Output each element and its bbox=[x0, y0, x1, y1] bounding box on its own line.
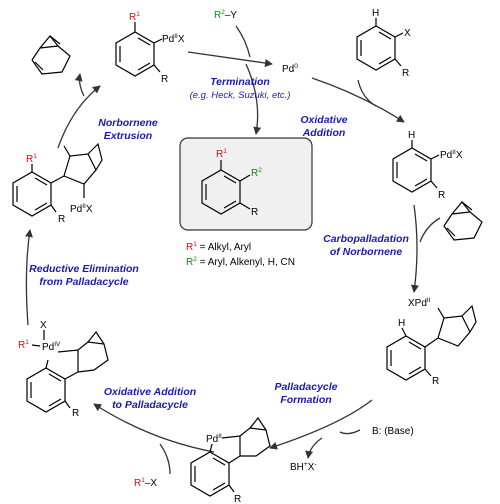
arrow-base-in bbox=[339, 429, 361, 435]
structure-aryl-halide: H X R bbox=[356, 8, 411, 79]
reagent-r2y: R2–Y bbox=[214, 9, 237, 21]
step-termination-title: Termination bbox=[210, 76, 270, 88]
step-carbopalladation-line1: Carbopalladation bbox=[323, 233, 409, 245]
s7-r: R bbox=[58, 214, 65, 225]
arrow-norbornene-in bbox=[419, 217, 441, 243]
step-oa-palladacycle-line1: Oxidative Addition bbox=[104, 386, 196, 398]
s4-xpd: XPdII bbox=[408, 297, 431, 309]
s5-pd: PdII bbox=[206, 433, 222, 445]
legend-r1: R1 = Alkyl, Aryl bbox=[186, 241, 251, 253]
s6-r1: R1 bbox=[18, 339, 29, 351]
product-box: R1 R2 R bbox=[179, 137, 313, 231]
s2-r: R bbox=[402, 68, 409, 79]
arrow-norbornene-extrusion bbox=[57, 85, 101, 149]
structure-palladacycle: PdII R bbox=[190, 416, 271, 504]
step-oxidative-addition-line1: Oxidative bbox=[300, 114, 347, 126]
step-reductive-elimination-line2: from Palladacycle bbox=[39, 276, 128, 288]
legend: R1 = Alkyl, Aryl R2 = Aryl, Alkenyl, H, … bbox=[186, 241, 295, 268]
arrow-carbopalladation bbox=[410, 204, 419, 293]
s6-x: X bbox=[40, 320, 47, 331]
product-r1: R1 bbox=[216, 148, 227, 160]
s5-r: R bbox=[234, 494, 241, 504]
structure-norbornene-reagent bbox=[443, 201, 483, 241]
structure-reductive-elimination-product: R1 PdIIX R bbox=[12, 142, 103, 225]
arrow-reagent-r2y bbox=[235, 25, 251, 58]
product-r2: R2 bbox=[251, 167, 262, 179]
s3-h: H bbox=[408, 130, 415, 141]
s2-h: H bbox=[372, 8, 379, 19]
arrow-r1x-in bbox=[159, 443, 171, 475]
step-carbopalladation-line2: of Norbornene bbox=[330, 246, 402, 258]
step-palladacycle-formation-line1: Palladacycle bbox=[274, 381, 337, 393]
step-oxidative-addition-line2: Addition bbox=[302, 127, 346, 139]
step-norbornene-extrusion-line1: Norbornene bbox=[98, 117, 158, 129]
legend-r2: R2 = Aryl, Alkenyl, H, CN bbox=[186, 256, 295, 268]
structure-pd-iv: X R1 PdIV R bbox=[18, 320, 109, 419]
arrow-reductive-elimination bbox=[25, 229, 33, 326]
reagent-r1x: R1–X bbox=[134, 477, 157, 489]
cycle-arrows bbox=[25, 25, 441, 475]
reagent-base: B: (Base) bbox=[372, 426, 414, 437]
s4-h: H bbox=[398, 318, 405, 329]
arrow-salt-out bbox=[305, 437, 323, 459]
reagent-salt: BH+X- bbox=[290, 461, 317, 473]
arrow-termination bbox=[187, 51, 273, 67]
structure-norbornene-extruded bbox=[31, 35, 71, 75]
arrow-norbornene-out bbox=[74, 73, 85, 97]
product-benzene-ring bbox=[201, 160, 251, 215]
s6-r: R bbox=[72, 408, 79, 419]
step-oa-palladacycle-line2: to Palladacycle bbox=[112, 399, 188, 411]
structure-aryl-pd-r1: R1 PdIIX R bbox=[115, 11, 185, 85]
product-box-frame bbox=[179, 137, 313, 231]
step-termination-subtitle: (e.g. Heck, Suzuki, etc.) bbox=[190, 90, 291, 101]
s3-r: R bbox=[438, 190, 445, 201]
arrow-palladacycle-formation bbox=[269, 399, 373, 450]
s1-pd: PdIIX bbox=[162, 33, 185, 45]
s4-r: R bbox=[432, 376, 439, 387]
product-r: R bbox=[251, 207, 258, 218]
s7-pd: PdIIX bbox=[70, 203, 93, 215]
step-palladacycle-formation-line2: Formation bbox=[280, 394, 331, 406]
reagents: R2–Y Pd0 B: (Base) BH+X- R1–X bbox=[134, 9, 414, 489]
s1-r1: R1 bbox=[129, 11, 140, 23]
pd0-label: Pd0 bbox=[282, 63, 298, 75]
structure-aryl-pd: H PdIIX R bbox=[392, 130, 463, 201]
step-labels: Termination (e.g. Heck, Suzuki, etc.) Ox… bbox=[29, 76, 409, 411]
arrow-oxidative-addition bbox=[311, 77, 405, 123]
step-reductive-elimination-line1: Reductive Elimination bbox=[29, 263, 139, 275]
s3-pd: PdIIX bbox=[440, 149, 463, 161]
step-norbornene-extrusion-line2: Extrusion bbox=[104, 130, 152, 142]
structure-carbopalladation-product: H XPdII R bbox=[386, 297, 477, 387]
s2-x: X bbox=[404, 28, 411, 39]
arrow-arx-in bbox=[357, 79, 377, 107]
s6-pd: PdIV bbox=[42, 341, 61, 353]
arrow-oa-palladacycle bbox=[93, 403, 215, 453]
s7-r1: R1 bbox=[26, 153, 37, 165]
s1-r: R bbox=[161, 74, 168, 85]
arrow-to-product bbox=[245, 63, 262, 135]
